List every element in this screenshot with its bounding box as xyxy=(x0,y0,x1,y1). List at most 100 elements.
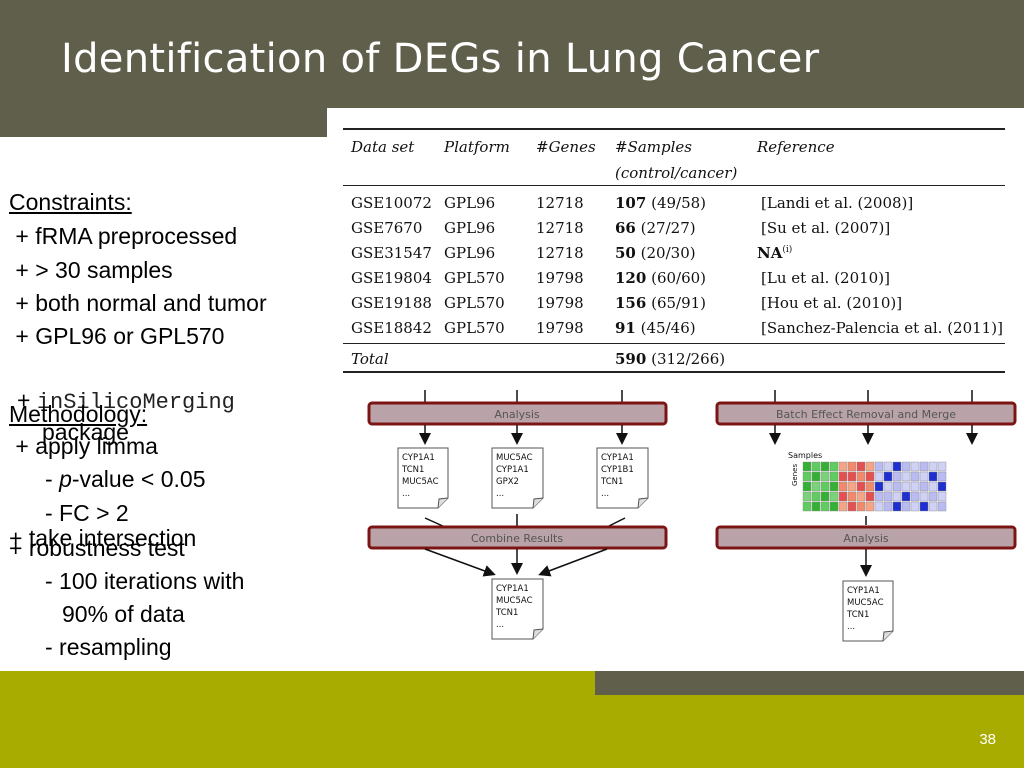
heatmap-cell xyxy=(937,471,947,482)
heatmap-cell xyxy=(865,461,875,472)
heatmap-cell xyxy=(811,481,821,492)
cell-genes: 19798 xyxy=(536,319,584,337)
heatmap-cell xyxy=(874,501,884,512)
heatmap-cell xyxy=(856,471,866,482)
cell-samples: 66 (27/27) xyxy=(615,219,696,237)
iterations-line-2: 90% of data xyxy=(62,601,185,627)
heatmap-cell xyxy=(874,491,884,502)
cell-samples: 107 (49/58) xyxy=(615,194,706,212)
heatmap-cell xyxy=(838,461,848,472)
heatmap-cell xyxy=(874,471,884,482)
analysis-box-right xyxy=(715,525,1017,550)
cell-samples: 120 (60/60) xyxy=(615,269,706,287)
table-total-rule xyxy=(343,343,1005,344)
pvalue-prefix: - xyxy=(45,466,60,492)
gene-name: TCN1 xyxy=(495,608,518,618)
samples-split: (60/60) xyxy=(651,269,707,287)
heatmap-cell xyxy=(829,471,839,482)
cell-platform: GPL96 xyxy=(444,244,496,262)
cell-platform: GPL96 xyxy=(444,194,496,212)
heatmap-cell xyxy=(847,481,857,492)
cell-reference: [Lu et al. (2010)] xyxy=(761,269,890,287)
total-samples-value: 590 xyxy=(615,350,647,368)
heatmap-cell xyxy=(829,481,839,492)
heatmap-cell xyxy=(892,501,902,512)
pvalue-p: p xyxy=(59,466,72,492)
cell-samples: 50 (20/30) xyxy=(615,244,696,262)
heatmap-cell xyxy=(883,461,893,472)
heatmap-cell xyxy=(847,501,857,512)
gene-name: MUC5AC xyxy=(496,453,533,463)
table-top-rule xyxy=(343,128,1005,130)
gene-name: CYP1A1 xyxy=(496,584,529,594)
heatmap-cell xyxy=(892,481,902,492)
cell-reference: [Su et al. (2007)] xyxy=(761,219,891,237)
cell-genes: 19798 xyxy=(536,294,584,312)
fc-line: - FC > 2 xyxy=(45,500,129,526)
heatmap-cell xyxy=(928,481,938,492)
heatmap-cell xyxy=(937,491,947,502)
cell-reference: NA(i) xyxy=(757,244,792,262)
analysis-box-label: Analysis xyxy=(494,408,540,421)
header-samples: #Samples xyxy=(615,138,692,156)
combined-gene-list-document: CYP1A1 MUC5AC TCN1 ... xyxy=(491,578,544,640)
heatmap-cell xyxy=(838,501,848,512)
gene-name: TCN1 xyxy=(600,477,623,487)
gene-name: CYP1A1 xyxy=(601,453,634,463)
gene-name: CYP1B1 xyxy=(601,465,634,475)
heatmap-cell xyxy=(937,461,947,472)
heatmap-cell xyxy=(910,481,920,492)
pvalue-rest: -value < 0.05 xyxy=(71,466,206,492)
robustness-test: + robustness test xyxy=(9,535,185,561)
heatmap-cell xyxy=(919,461,929,472)
cell-platform: GPL570 xyxy=(444,319,505,337)
heatmap-cell xyxy=(802,471,812,482)
package-suffix: package xyxy=(42,419,129,445)
pvalue-line: - p-value < 0.05 xyxy=(45,468,205,491)
heatmap-cell xyxy=(820,471,830,482)
heatmap-cell xyxy=(838,491,848,502)
header-platform: Platform xyxy=(444,138,510,156)
heatmap-cell xyxy=(847,491,857,502)
heatmap-genes-label: Genes xyxy=(791,464,799,486)
heatmap-cell xyxy=(883,481,893,492)
heatmap-samples-label: Samples xyxy=(788,451,822,460)
heatmap-cell xyxy=(856,491,866,502)
heatmap-cell xyxy=(928,491,938,502)
total-samples: 590 (312/266) xyxy=(615,350,725,368)
arrow xyxy=(538,548,608,577)
heatmap-cell xyxy=(838,471,848,482)
cell-genes: 12718 xyxy=(536,244,584,262)
gene-name: MUC5AC xyxy=(496,596,533,606)
cell-dataset: GSE7670 xyxy=(351,219,423,237)
cell-genes: 12718 xyxy=(536,219,584,237)
cell-reference: [Sanchez-Palencia et al. (2011)] xyxy=(761,319,1003,337)
table-bottom-rule xyxy=(343,371,1005,373)
reference-na: NA xyxy=(757,244,783,262)
methodology-heading: Methodology: xyxy=(9,401,148,427)
gene-list-document: MUC5AC CYP1A1 GPX2 ... xyxy=(491,447,544,509)
cell-samples: 156 (65/91) xyxy=(615,294,706,312)
cell-platform: GPL96 xyxy=(444,219,496,237)
heatmap-cell xyxy=(856,461,866,472)
heatmap-cell xyxy=(910,491,920,502)
heatmap-cell xyxy=(874,461,884,472)
heatmap-cell xyxy=(901,491,911,502)
heatmap-cell xyxy=(901,471,911,482)
gene-ellipsis: ... xyxy=(496,620,504,630)
heatmap-cell xyxy=(892,461,902,472)
heatmap-cell xyxy=(820,481,830,492)
bottom-accent-strip xyxy=(595,671,1024,695)
gene-name: MUC5AC xyxy=(402,477,439,487)
heatmap-cell xyxy=(847,471,857,482)
right-workflow: Batch Effect Removal and Merge Samples G… xyxy=(715,390,1017,642)
left-workflow: Analysis CYP1A1 TCN1 MUC5AC ... MUC5AC C… xyxy=(367,390,668,640)
combine-results-label: Combine Results xyxy=(471,532,563,545)
heatmap-cell xyxy=(901,481,911,492)
heatmap-cell xyxy=(811,491,821,502)
header-control-cancer: (control/cancer) xyxy=(615,164,738,182)
heatmap-cell xyxy=(829,461,839,472)
combine-results-box xyxy=(367,525,668,550)
gene-ellipsis: ... xyxy=(402,489,410,499)
samples-split: (49/58) xyxy=(651,194,707,212)
